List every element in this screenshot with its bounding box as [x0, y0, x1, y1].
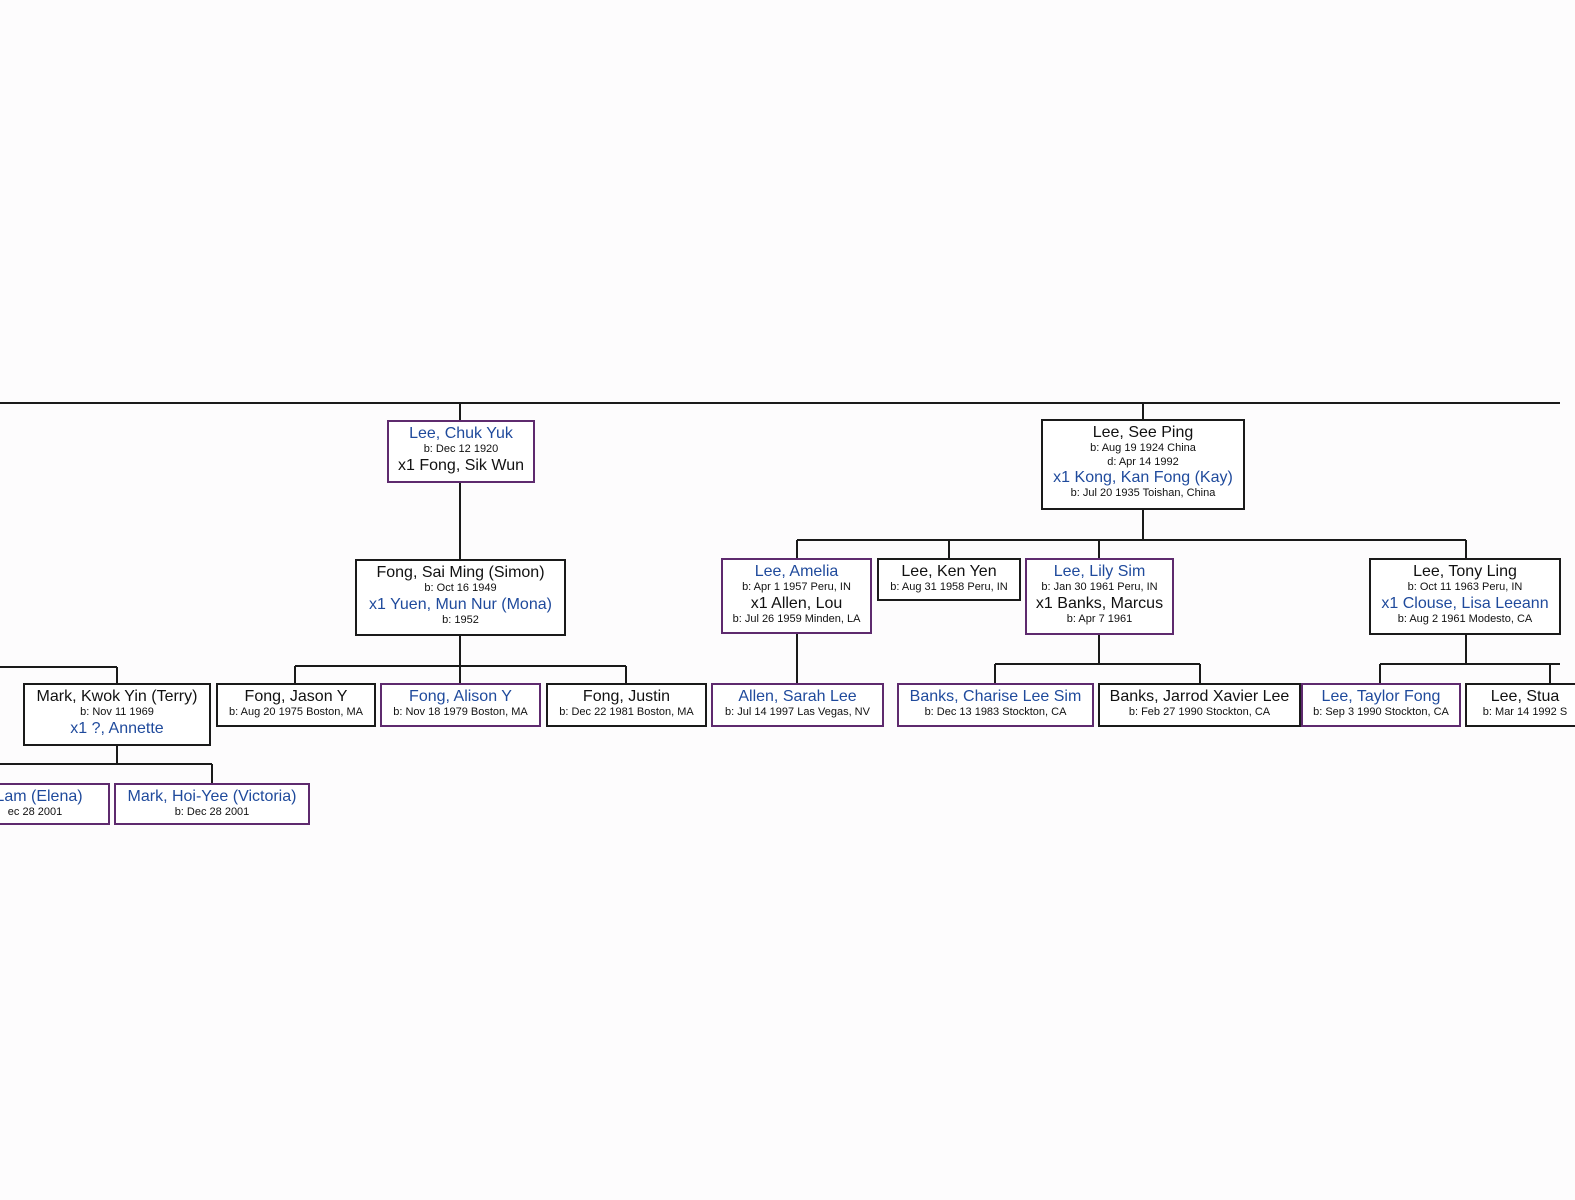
- person-date: b: Dec 13 1983 Stockton, CA: [924, 706, 1067, 719]
- spouse-name: x1 Clouse, Lisa Leeann: [1381, 594, 1549, 612]
- person-name: Lee, Ken Yen: [901, 563, 997, 580]
- person-name: Mark, Kwok Yin (Terry): [36, 688, 198, 705]
- person-date: b: Feb 27 1990 Stockton, CA: [1128, 706, 1271, 719]
- spouse-name: x1 Yuen, Mun Nur (Mona): [369, 595, 552, 613]
- person-name: Fong, Jason Y: [244, 688, 348, 705]
- person-name: Lee, Lily Sim: [1053, 563, 1146, 580]
- person-name: Lee, Amelia: [754, 563, 839, 580]
- person-name: Fong, Sai Ming (Simon): [376, 564, 545, 581]
- spouse-name: x1 Banks, Marcus: [1035, 594, 1164, 612]
- person-date: b: Dec 22 1981 Boston, MA: [559, 706, 694, 719]
- person-box-victoria[interactable]: Mark, Hoi-Yee (Victoria)b: Dec 28 2001: [114, 783, 310, 825]
- spouse-date: b: 1952: [442, 613, 479, 626]
- person-name: Lee, Stua: [1490, 688, 1560, 705]
- spouse-name: x1 Kong, Kan Fong (Kay): [1053, 468, 1233, 486]
- person-date: b: Apr 1 1957 Peru, IN: [742, 581, 851, 594]
- spouse-name: x1 Fong, Sik Wun: [398, 456, 524, 474]
- spouse-date: b: Aug 2 1961 Modesto, CA: [1397, 612, 1533, 625]
- person-name: Mark, Hoi-Yee (Victoria): [127, 788, 297, 805]
- person-date: b: Nov 18 1979 Boston, MA: [393, 706, 528, 719]
- person-date: ec 28 2001: [7, 806, 63, 819]
- person-name: Fong, Justin: [582, 688, 671, 705]
- spouse-date: b: Jul 26 1959 Minden, LA: [732, 612, 861, 625]
- person-date: b: Dec 12 1920: [423, 443, 499, 456]
- person-date: b: Sep 3 1990 Stockton, CA: [1313, 706, 1449, 719]
- person-date: b: Jan 30 1961 Peru, IN: [1041, 581, 1158, 594]
- person-date: b: Dec 28 2001: [174, 806, 250, 819]
- person-name: Banks, Jarrod Xavier Lee: [1109, 688, 1290, 705]
- person-date: b: Jul 14 1997 Las Vegas, NV: [725, 706, 870, 719]
- person-name: Lee, Tony Ling: [1413, 563, 1517, 580]
- person-date: b: Nov 11 1969: [80, 706, 154, 719]
- person-name: Lee, See Ping: [1092, 424, 1194, 441]
- person-date: b: Aug 20 1975 Boston, MA: [229, 706, 363, 719]
- person-name: i Lam (Elena): [0, 788, 83, 805]
- person-name: Lee, Taylor Fong: [1321, 688, 1441, 705]
- person-name: Lee, Chuk Yuk: [409, 425, 513, 442]
- person-name: Banks, Charise Lee Sim: [909, 688, 1082, 705]
- person-date: b: Oct 16 1949: [424, 582, 497, 595]
- spouse-date: b: Apr 7 1961: [1066, 612, 1133, 625]
- spouse-name: x1 Allen, Lou: [750, 594, 843, 612]
- person-date: b: Oct 11 1963 Peru, IN: [1407, 581, 1523, 594]
- person-name: Fong, Alison Y: [409, 688, 512, 705]
- spouse-name: x1 ?, Annette: [70, 719, 164, 737]
- person-date: d: Apr 14 1992: [1107, 455, 1179, 468]
- person-box-elena[interactable]: i Lam (Elena)ec 28 2001: [0, 783, 110, 825]
- person-date: b: Mar 14 1992 S: [1482, 706, 1568, 719]
- person-date: b: Aug 31 1958 Peru, IN: [890, 581, 1008, 594]
- person-date: b: Aug 19 1924 China: [1090, 442, 1196, 455]
- person-name: Allen, Sarah Lee: [738, 688, 857, 705]
- spouse-date: b: Jul 20 1935 Toishan, China: [1070, 487, 1216, 500]
